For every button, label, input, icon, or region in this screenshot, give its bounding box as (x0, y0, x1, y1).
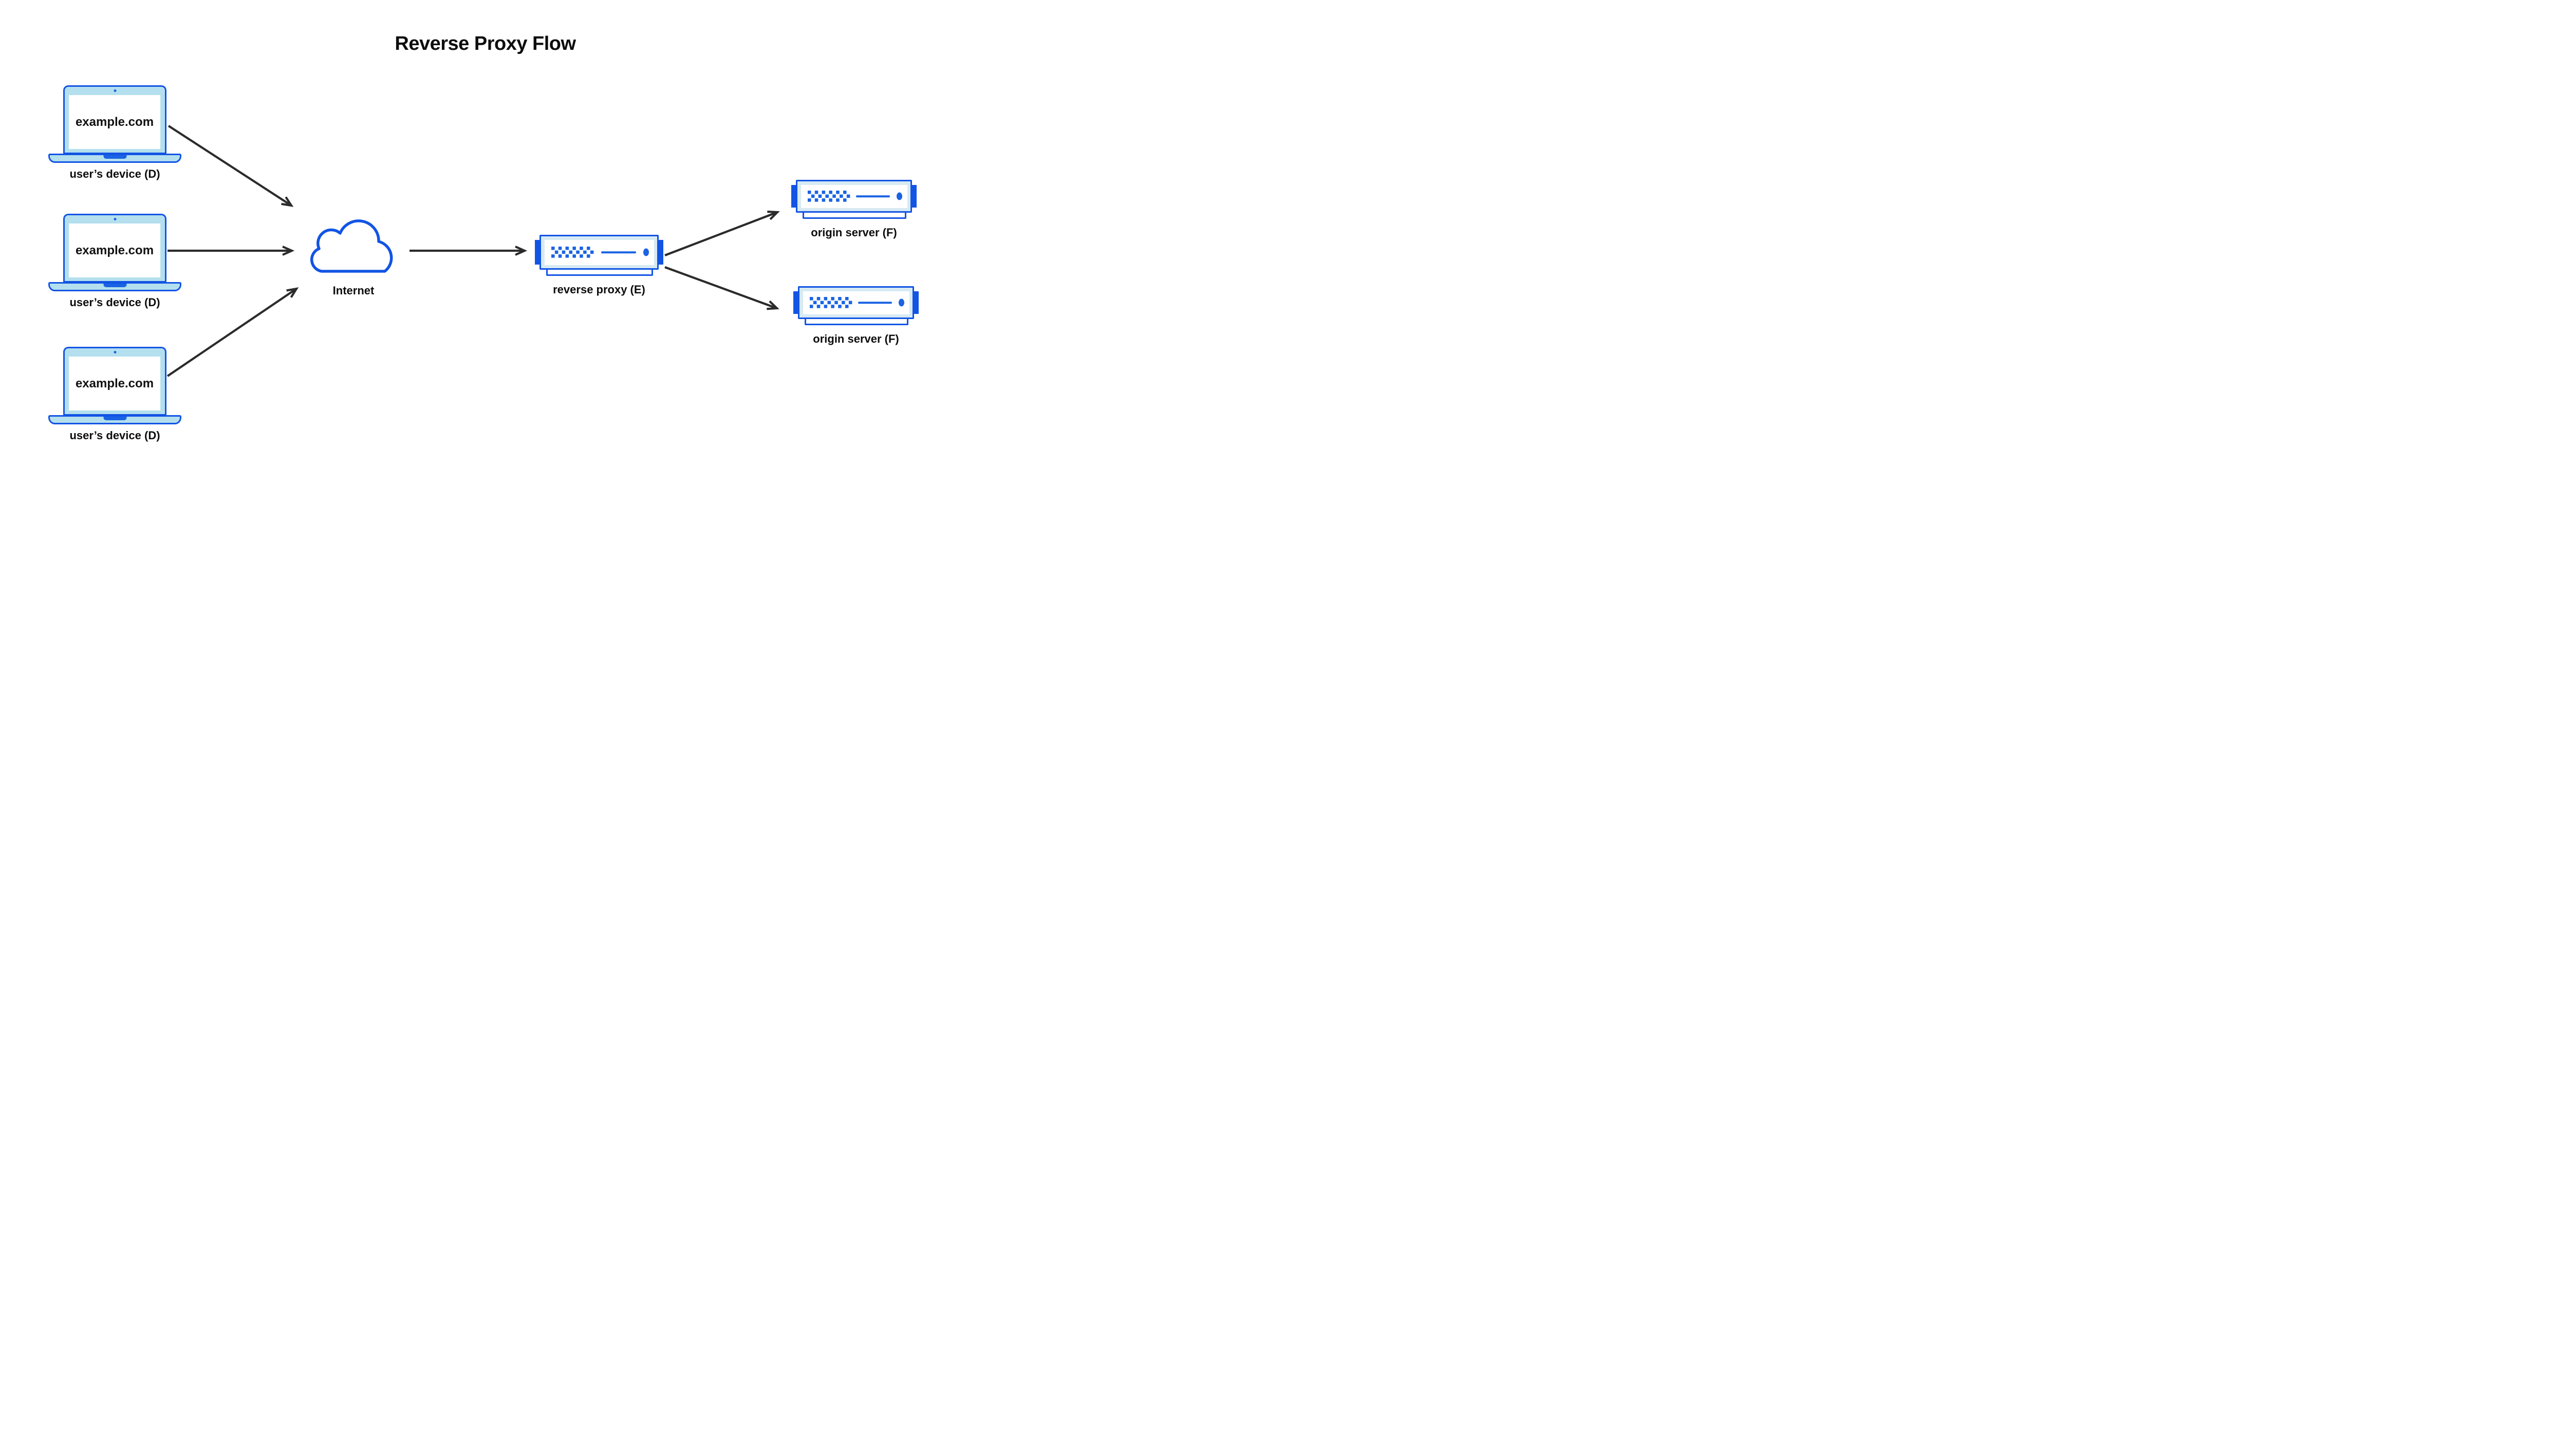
origin-server-label: origin server (F) (813, 332, 899, 345)
server-power-dot-icon (899, 298, 905, 307)
server-front-panel (803, 291, 909, 314)
laptop-screen: example.com (69, 357, 160, 410)
internet-label: Internet (332, 284, 375, 297)
screen-url-text: example.com (75, 115, 154, 129)
server-vent-pattern-icon (551, 247, 593, 258)
device-label: user’s device (D) (69, 167, 160, 180)
laptop-screen: example.com (69, 95, 160, 149)
page-title: Reverse Proxy Flow (395, 33, 576, 54)
user-device-2: example.com user’s device (D) (48, 214, 181, 309)
laptop-base (48, 415, 181, 424)
origin-server-1: origin server (F) (791, 180, 917, 239)
server-front-panel (801, 184, 907, 208)
origin-server-2: origin server (F) (793, 286, 919, 345)
reverse-proxy-label: reverse proxy (E) (553, 283, 645, 296)
user-device-1: example.com user’s device (D) (48, 85, 181, 181)
internet-cloud-icon (310, 219, 393, 273)
device-label: user’s device (D) (69, 296, 160, 309)
arrow-reverse-proxy-to-origin2 (664, 266, 779, 310)
server-power-dot-icon (897, 192, 903, 200)
server-vent-pattern-icon (809, 297, 852, 308)
webcam-dot-icon (114, 218, 116, 220)
user-device-3: example.com user’s device (D) (48, 347, 181, 442)
webcam-dot-icon (114, 89, 116, 92)
arrow-device3-to-internet (166, 287, 299, 377)
server-front-panel (544, 239, 654, 265)
webcam-dot-icon (114, 351, 116, 353)
device-label: user’s device (D) (69, 429, 160, 442)
connections-layer (166, 125, 780, 377)
arrow-device1-to-internet (167, 125, 294, 207)
screen-url-text: example.com (75, 376, 154, 390)
origin-server-label: origin server (F) (811, 226, 897, 239)
server-slot-line-icon (601, 251, 637, 253)
laptop-hinge-notch (103, 417, 126, 420)
laptop-lid: example.com (63, 214, 166, 282)
screen-url-text: example.com (75, 243, 154, 257)
server-chassis (539, 235, 659, 270)
laptop-screen: example.com (69, 223, 160, 277)
laptop-lid: example.com (63, 85, 166, 154)
server-power-dot-icon (643, 248, 649, 256)
laptop-base (48, 154, 181, 163)
server-chassis (796, 180, 912, 213)
server-vent-pattern-icon (807, 191, 850, 202)
arrow-reverse-proxy-to-origin1 (664, 210, 780, 256)
reverse-proxy-server: reverse proxy (E) (535, 235, 663, 296)
server-chassis (798, 286, 914, 319)
server-slot-line-icon (856, 195, 890, 197)
server-slot-line-icon (858, 302, 892, 304)
laptop-lid: example.com (63, 347, 166, 415)
laptop-hinge-notch (103, 284, 126, 287)
laptop-base (48, 282, 181, 291)
laptop-hinge-notch (103, 155, 126, 159)
reverse-proxy-flow-diagram: Reverse Proxy Flow example.com user’s de… (0, 0, 971, 486)
